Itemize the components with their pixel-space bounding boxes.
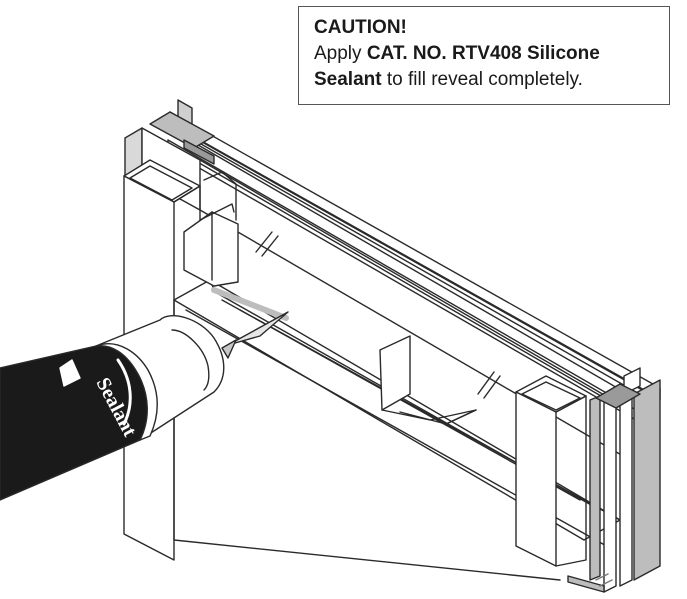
right-jamb-post: [515, 367, 661, 593]
window-frame-top-rails: [167, 111, 661, 421]
sealant-tube: [0, 311, 289, 501]
caution-line2-prefix: Apply: [314, 43, 367, 64]
caution-line3-rest: to fill reveal completely.: [381, 69, 583, 90]
caution-title: CAUTION!: [314, 17, 407, 38]
left-tape-strip: [183, 171, 239, 287]
caution-note: CAUTION! Apply CAT. NO. RTV408 Silicone …: [298, 6, 670, 105]
middle-tape-strip: [379, 335, 477, 425]
caution-sealant-word: Sealant: [314, 69, 382, 90]
caution-product-name: CAT. NO. RTV408 Silicone: [366, 43, 600, 64]
